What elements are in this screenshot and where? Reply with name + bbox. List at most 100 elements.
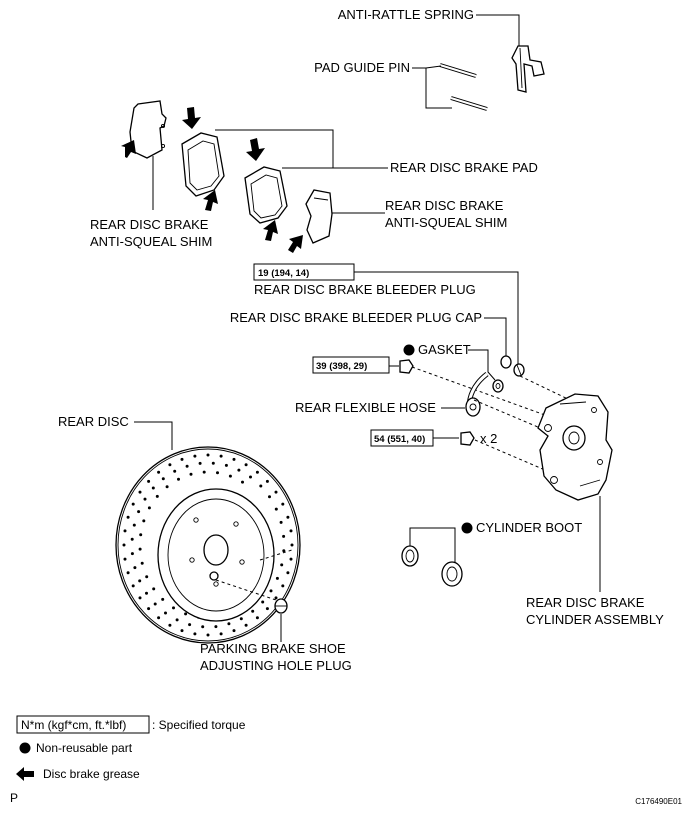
drill-hole: [201, 625, 205, 629]
torque-bleeder-value: 19 (194, 14): [258, 268, 309, 279]
anti-rattle-spring: [511, 45, 545, 93]
gasket-leader: [468, 349, 496, 381]
cylinder-assembly-label-line2: CYLINDER ASSEMBLY: [526, 612, 664, 627]
drill-hole: [286, 515, 290, 519]
drill-hole: [131, 584, 135, 588]
drill-hole: [138, 579, 142, 583]
grease-arrow: [263, 220, 278, 241]
drill-hole: [147, 506, 151, 510]
page-mark: P: [10, 791, 18, 805]
drill-hole: [152, 587, 156, 591]
brake-pad-label: REAR DISC BRAKE PAD: [390, 160, 538, 175]
drill-hole: [241, 480, 244, 484]
brake-pad-leader: [215, 129, 388, 169]
rear-disc-leader: [134, 421, 173, 450]
drill-hole: [147, 479, 151, 483]
drill-hole: [261, 600, 265, 604]
drill-hole: [281, 584, 285, 588]
rear-disc-rotor: [115, 446, 301, 644]
drill-hole: [265, 479, 269, 483]
drill-hole: [188, 623, 192, 627]
drill-hole: [130, 552, 134, 556]
drill-hole: [123, 529, 127, 533]
drill-hole: [133, 566, 137, 570]
bleeder-plug-label: REAR DISC BRAKE BLEEDER PLUG: [254, 282, 476, 297]
legend: N*m (kgf*cm, ft.*lbf) : Specified torque…: [16, 715, 246, 781]
drill-hole: [193, 632, 197, 636]
drill-hole: [268, 495, 271, 499]
drill-hole: [274, 490, 278, 494]
drill-hole: [155, 494, 159, 498]
drill-hole: [185, 464, 189, 468]
drill-hole: [189, 472, 193, 476]
drill-hole: [138, 596, 142, 600]
grease-arrow: [121, 140, 136, 158]
drill-hole: [137, 510, 141, 514]
flexible-hose-label: REAR FLEXIBLE HOSE: [295, 400, 436, 415]
legend-non-reusable-icon: [19, 742, 31, 754]
drill-hole: [249, 475, 252, 479]
drill-hole: [216, 471, 219, 475]
drill-hole: [255, 470, 259, 474]
drill-hole: [202, 470, 206, 474]
bleeder-cap-label: REAR DISC BRAKE BLEEDER PLUG CAP: [230, 310, 482, 325]
cylinder-boot-leader: [409, 527, 456, 562]
caliper-bolt: [460, 431, 475, 446]
rear-flexible-hose: [465, 372, 489, 417]
drill-hole: [251, 609, 255, 613]
pad-guide-pin-upper: [439, 63, 477, 78]
drill-hole: [289, 557, 293, 561]
drill-hole: [168, 463, 172, 467]
drill-hole: [180, 629, 184, 633]
grease-arrow: [203, 190, 218, 211]
drill-hole: [206, 633, 210, 637]
drill-hole: [164, 611, 167, 615]
drill-hole: [244, 463, 248, 467]
cylinder-boot-small: [401, 545, 419, 567]
drill-hole: [145, 591, 148, 595]
caliper-bolt-guide: [474, 439, 546, 471]
legend-grease-arrow-icon: [16, 767, 34, 781]
shim-left-label-line2: ANTI-SQUEAL SHIM: [90, 234, 212, 249]
gasket: [492, 379, 504, 393]
drill-hole: [184, 612, 188, 616]
drill-hole: [173, 469, 177, 473]
drill-hole: [140, 561, 144, 565]
cylinder-boot-label: CYLINDER BOOT: [476, 520, 582, 535]
drill-hole: [274, 596, 278, 600]
anti-rattle-spring-leader: [476, 14, 520, 46]
drill-hole: [214, 625, 218, 629]
drill-hole: [206, 453, 210, 457]
legend-grease-text: Disc brake grease: [43, 767, 140, 781]
drill-hole: [282, 534, 286, 538]
drill-hole: [161, 477, 165, 481]
shim-left-label-line1: REAR DISC BRAKE: [90, 217, 209, 232]
drill-hole: [138, 547, 142, 551]
anti-rattle-spring-label: ANTI-RATTLE SPRING: [338, 7, 474, 22]
drill-hole: [122, 543, 126, 547]
grease-arrow: [288, 235, 303, 253]
drill-hole: [281, 502, 285, 506]
drill-hole: [168, 623, 172, 627]
drill-hole: [290, 543, 294, 547]
drill-hole: [211, 461, 215, 465]
pad-guide-pin-leader-upper: [425, 65, 442, 69]
drill-hole: [123, 557, 127, 561]
drill-hole: [180, 457, 184, 461]
legend-torque-desc: : Specified torque: [152, 718, 246, 732]
gasket-label: GASKET: [418, 342, 471, 357]
drill-hole: [286, 571, 290, 575]
torque-box-hose-bolt: [312, 356, 390, 374]
bleeder-guide: [519, 375, 571, 401]
drill-hole: [274, 507, 278, 511]
drill-hole: [244, 623, 248, 627]
legend-torque-box: [16, 715, 150, 734]
bleeder-plug-leader: [354, 271, 519, 364]
drill-hole: [227, 622, 231, 626]
drill-hole: [139, 533, 143, 537]
pad-guide-pin-lower: [450, 96, 488, 111]
anti-squeal-shim-left: [129, 100, 167, 159]
legend-torque-unit: N*m (kgf*cm, ft.*lbf): [21, 718, 126, 732]
drill-hole: [237, 468, 241, 472]
